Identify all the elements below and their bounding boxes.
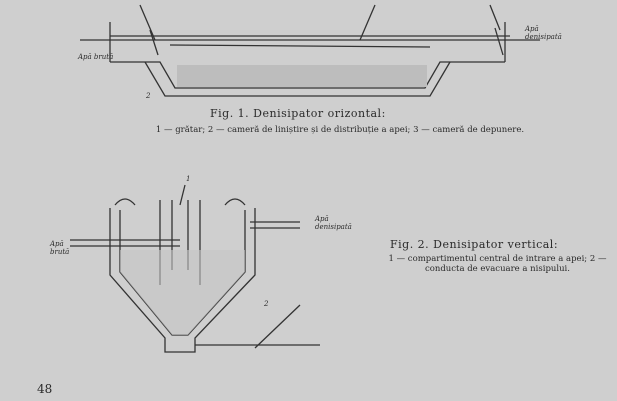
figure-2-part-2: 2 [264,300,269,308]
figure-1-part-2: 2 [146,92,151,100]
figure-1-inlet-label: Apă brută [78,53,114,61]
figure-1-outlet-label: Apă denisipată [525,25,562,41]
figure-2-title: Fig. 2. Denisipator vertical: [390,238,559,251]
page-number: 48 [37,382,53,396]
figure-2-caption: 1 — compartimentul central de intrare a … [388,254,607,274]
figure-2-part-1: 1 [186,175,191,183]
sand-deposit [177,65,427,87]
figure-1-title: Fig. 1. Denisipator orizontal: [210,107,386,120]
figure-2-inlet-label: Apă brută [50,240,70,256]
figure-2-outlet-label: Apă denisipată [315,215,352,231]
figure-1-caption: 1 — grătar; 2 — cameră de liniștire și d… [155,125,525,135]
